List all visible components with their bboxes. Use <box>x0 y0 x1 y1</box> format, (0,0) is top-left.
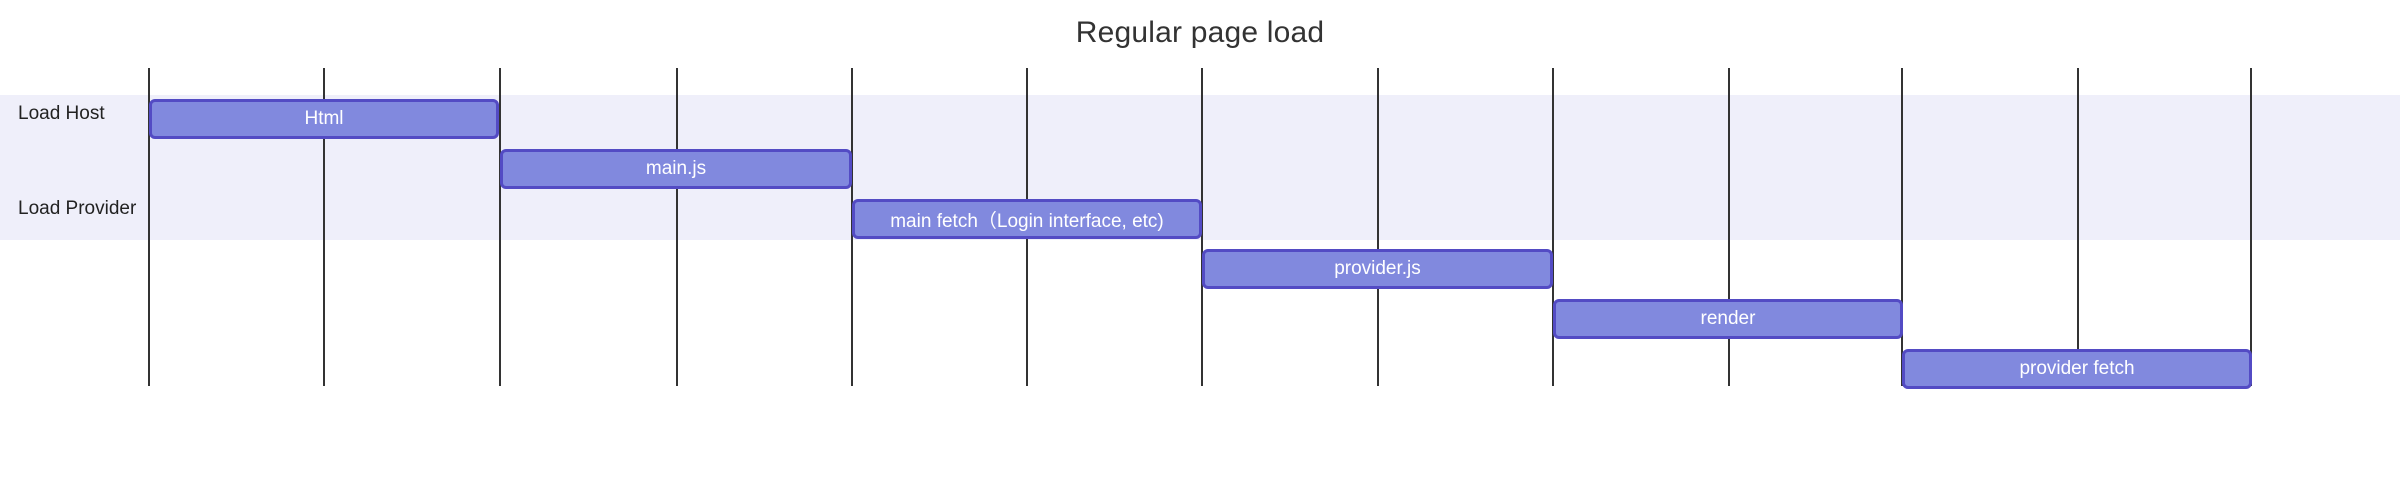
task-bar-label: render <box>1700 308 1756 329</box>
task-bar[interactable]: render <box>1553 299 1903 339</box>
task-bar[interactable]: provider fetch <box>1902 349 2252 389</box>
section-label-load-host: Load Host <box>18 103 105 124</box>
gridline-10 <box>1901 68 1903 386</box>
gridline-9 <box>1728 68 1730 386</box>
task-bar-label: main.js <box>645 158 707 179</box>
gridline-1 <box>323 68 325 386</box>
task-bar[interactable]: main.js <box>500 149 852 189</box>
task-bar-label: provider fetch <box>2019 358 2135 379</box>
task-bar[interactable]: Html <box>149 99 499 139</box>
task-bar-label: Html <box>304 108 344 129</box>
chart-title: Regular page load <box>1075 16 1325 49</box>
gridline-2 <box>499 68 501 386</box>
gridline-12 <box>2250 68 2252 386</box>
task-bar[interactable]: main fetch（Login interface, etc) <box>852 199 1202 239</box>
gridline-6 <box>1201 68 1203 386</box>
gridline-3 <box>676 68 678 386</box>
section-label-load-provider: Load Provider <box>18 198 137 219</box>
task-bar[interactable]: provider.js <box>1202 249 1553 289</box>
gridline-0 <box>148 68 150 386</box>
gridline-8 <box>1552 68 1554 386</box>
task-bar-label: main fetch（Login interface, etc) <box>890 210 1164 232</box>
gridline-11 <box>2077 68 2079 386</box>
gridline-7 <box>1377 68 1379 386</box>
task-bar-label: provider.js <box>1334 258 1421 279</box>
